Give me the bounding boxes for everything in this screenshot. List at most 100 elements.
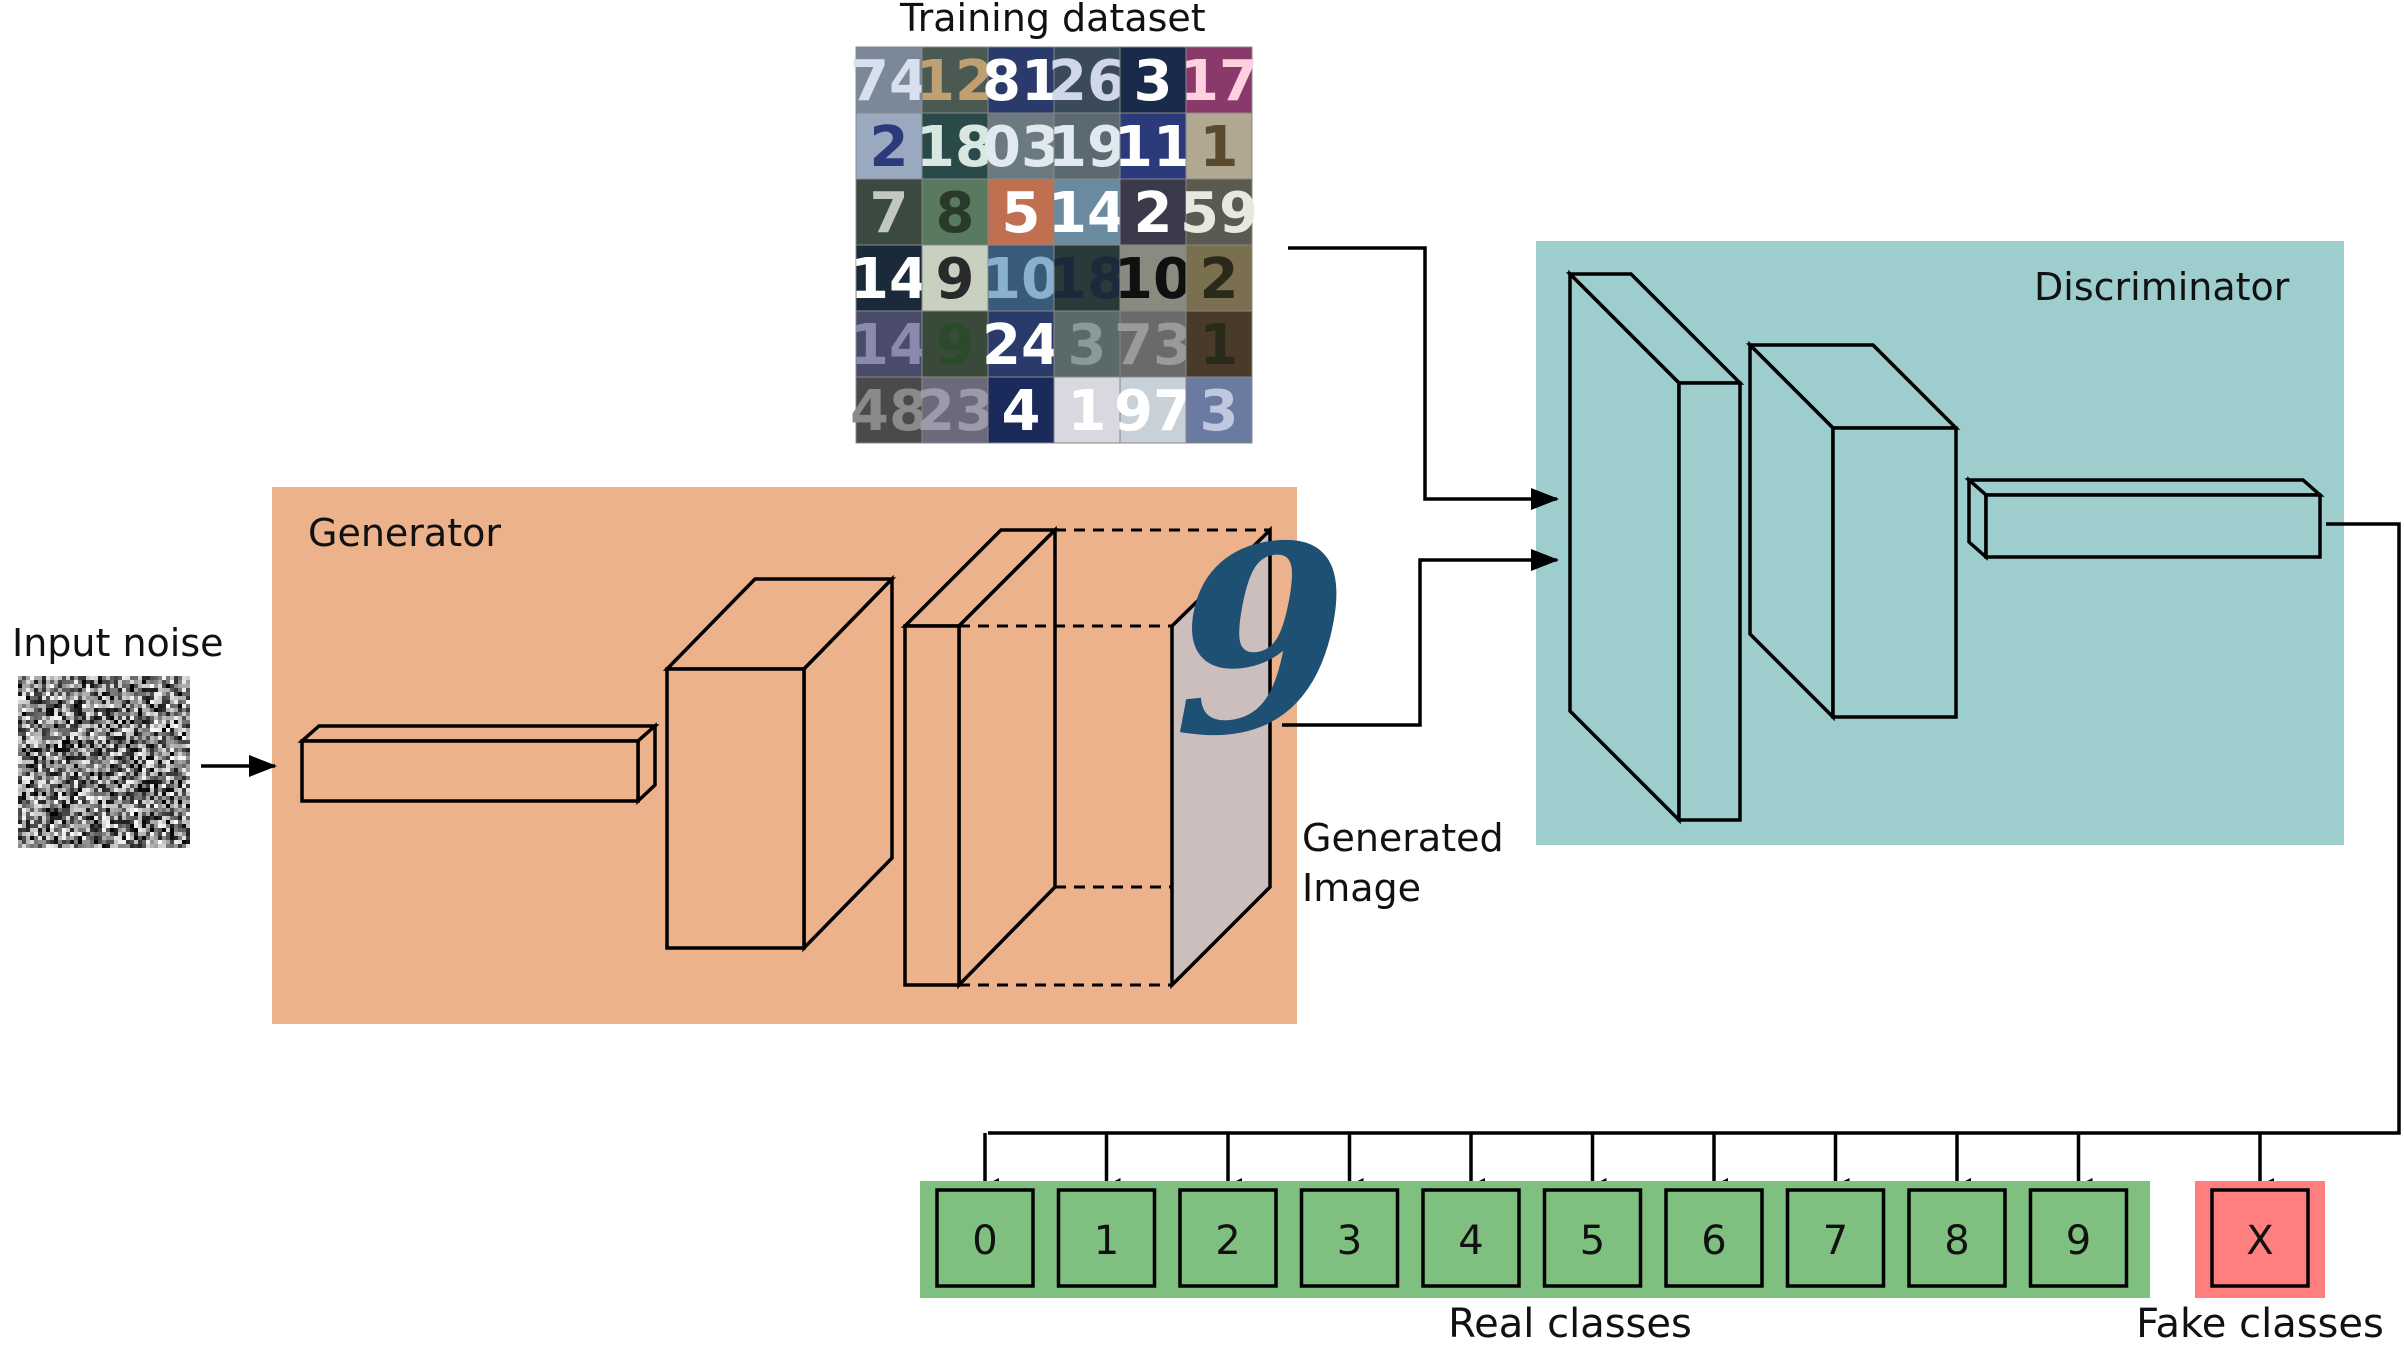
dataset-tile [1185,178,1253,246]
dataset-tile [1053,376,1121,444]
dataset-tile-digits: 74 [850,49,928,114]
dataset-tile-digits: 2 [870,115,909,180]
discriminator-label: Discriminator [2034,265,2290,309]
projection-lines [959,528,1270,987]
generated-image-label-line1: Generated [1302,816,1504,860]
dataset-tile [1053,310,1121,378]
generated-image-plane [1170,525,1272,990]
dataset-tile [1185,376,1253,444]
fake-classes-label: Fake classes [2136,1301,2384,1347]
dataset-tile-digits: 97 [1114,379,1192,444]
dataset-tile-digits: 26 [1048,49,1126,114]
dataset-tile-digits: 10 [1114,247,1192,312]
dataset-tile-digits: 1 [1068,379,1107,444]
real-class-label-9: 9 [2066,1218,2091,1264]
generator-layer-2 [662,574,897,953]
dataset-tile [987,46,1055,114]
real-class-box-2 [1178,1188,1278,1288]
real-class-label-3: 3 [1337,1218,1362,1264]
generator-layer-1 [297,722,660,806]
fake-class-box [2210,1188,2310,1288]
dataset-tile [987,244,1055,312]
dataset-tile [855,376,923,444]
real-class-box-3 [1299,1188,1400,1288]
dataset-tile-digits: 3 [1200,379,1239,444]
dataset-tile-digits: 14 [850,313,928,378]
real-class-label-1: 1 [1094,1218,1119,1264]
dataset-tile [1119,376,1187,444]
dataset-tile-digits: 81 [982,49,1060,114]
fake-class-label-x: X [2246,1218,2273,1264]
dataset-tile [1185,310,1253,378]
dataset-tile [921,310,989,378]
dataset-tile-digits: 2 [1200,247,1239,312]
dataset-tile-digits: 10 [982,247,1060,312]
generated-digit: 9 [1174,485,1348,796]
generator-label: Generator [308,511,501,555]
dataset-tile [921,178,989,246]
dataset-tile-digits: 17 [1180,49,1258,114]
dataset-tile-digits: 24 [982,313,1060,378]
dataset-tile [1119,112,1187,180]
dataset-tile-digits: 12 [916,49,994,114]
dataset-tile-digits: 18 [1048,247,1126,312]
dataset-tile-digits: 73 [1114,313,1192,378]
dataset-tile [855,112,923,180]
generated-image-label-line2: Image [1302,866,1421,910]
dataset-tile [1119,244,1187,312]
dataset-tile [1053,46,1121,114]
real-class-box-0 [935,1188,1035,1288]
dataset-tile-digits: 23 [916,379,994,444]
dataset-tile-digits: 8 [936,181,975,246]
dataset-tile-digits: 4 [1002,379,1041,444]
dataset-tile-digits: 9 [936,247,975,312]
dataset-tile [1185,112,1253,180]
real-class-box-9 [2028,1188,2129,1288]
real-class-label-6: 6 [1701,1218,1726,1264]
real-class-box-5 [1542,1188,1643,1288]
real-class-box-7 [1785,1188,1886,1288]
dataset-to-discriminator-arrow [1288,246,1559,510]
dataset-tile [987,178,1055,246]
generated-to-discriminator-arrow [1282,549,1559,727]
dataset-tile-digits: 11 [1114,115,1192,180]
dataset-tile [855,178,923,246]
dataset-tile-digits: 3 [1134,49,1173,114]
dataset-tile-digits: 03 [982,115,1060,180]
dataset-tile-digits: 2 [1134,181,1173,246]
dataset-tile-digits: 59 [1180,181,1258,246]
dataset-tile [1119,310,1187,378]
generated-image: 9 [1170,485,1348,990]
dataset-tile-digits: 5 [1002,181,1041,246]
real-classes-label: Real classes [1448,1301,1692,1347]
dataset-tile [921,244,989,312]
real-class-label-8: 8 [1944,1218,1969,1264]
dataset-tile-digits: 1 [1200,115,1239,180]
dataset-tile [1053,178,1121,246]
real-class-box-4 [1421,1188,1521,1288]
discriminator-layer-2 [1745,340,1961,722]
dataset-tile-digits: 3 [1068,313,1107,378]
real-class-box-6 [1664,1188,1764,1288]
dataset-tile [987,376,1055,444]
input-noise-image [18,676,190,848]
dataset-tile-digits: 48 [850,379,928,444]
generator-layer-3 [900,525,1060,990]
dataset-tile-digits: 18 [916,115,994,180]
dataset-tile-digits: 7 [870,181,909,246]
dataset-tile [1119,178,1187,246]
discriminator-output-line [988,522,2401,1135]
dataset-tile [1053,244,1121,312]
real-class-box-1 [1056,1188,1157,1288]
real-class-label-7: 7 [1823,1218,1848,1264]
discriminator-layer-1 [1565,269,1745,825]
real-class-label-5: 5 [1580,1218,1605,1264]
discriminator-layer-3 [1964,476,2325,561]
real-class-box-8 [1907,1188,2007,1288]
dataset-tile-digits: 14 [1048,181,1126,246]
dataset-tile [921,112,989,180]
real-class-label-2: 2 [1215,1218,1240,1264]
